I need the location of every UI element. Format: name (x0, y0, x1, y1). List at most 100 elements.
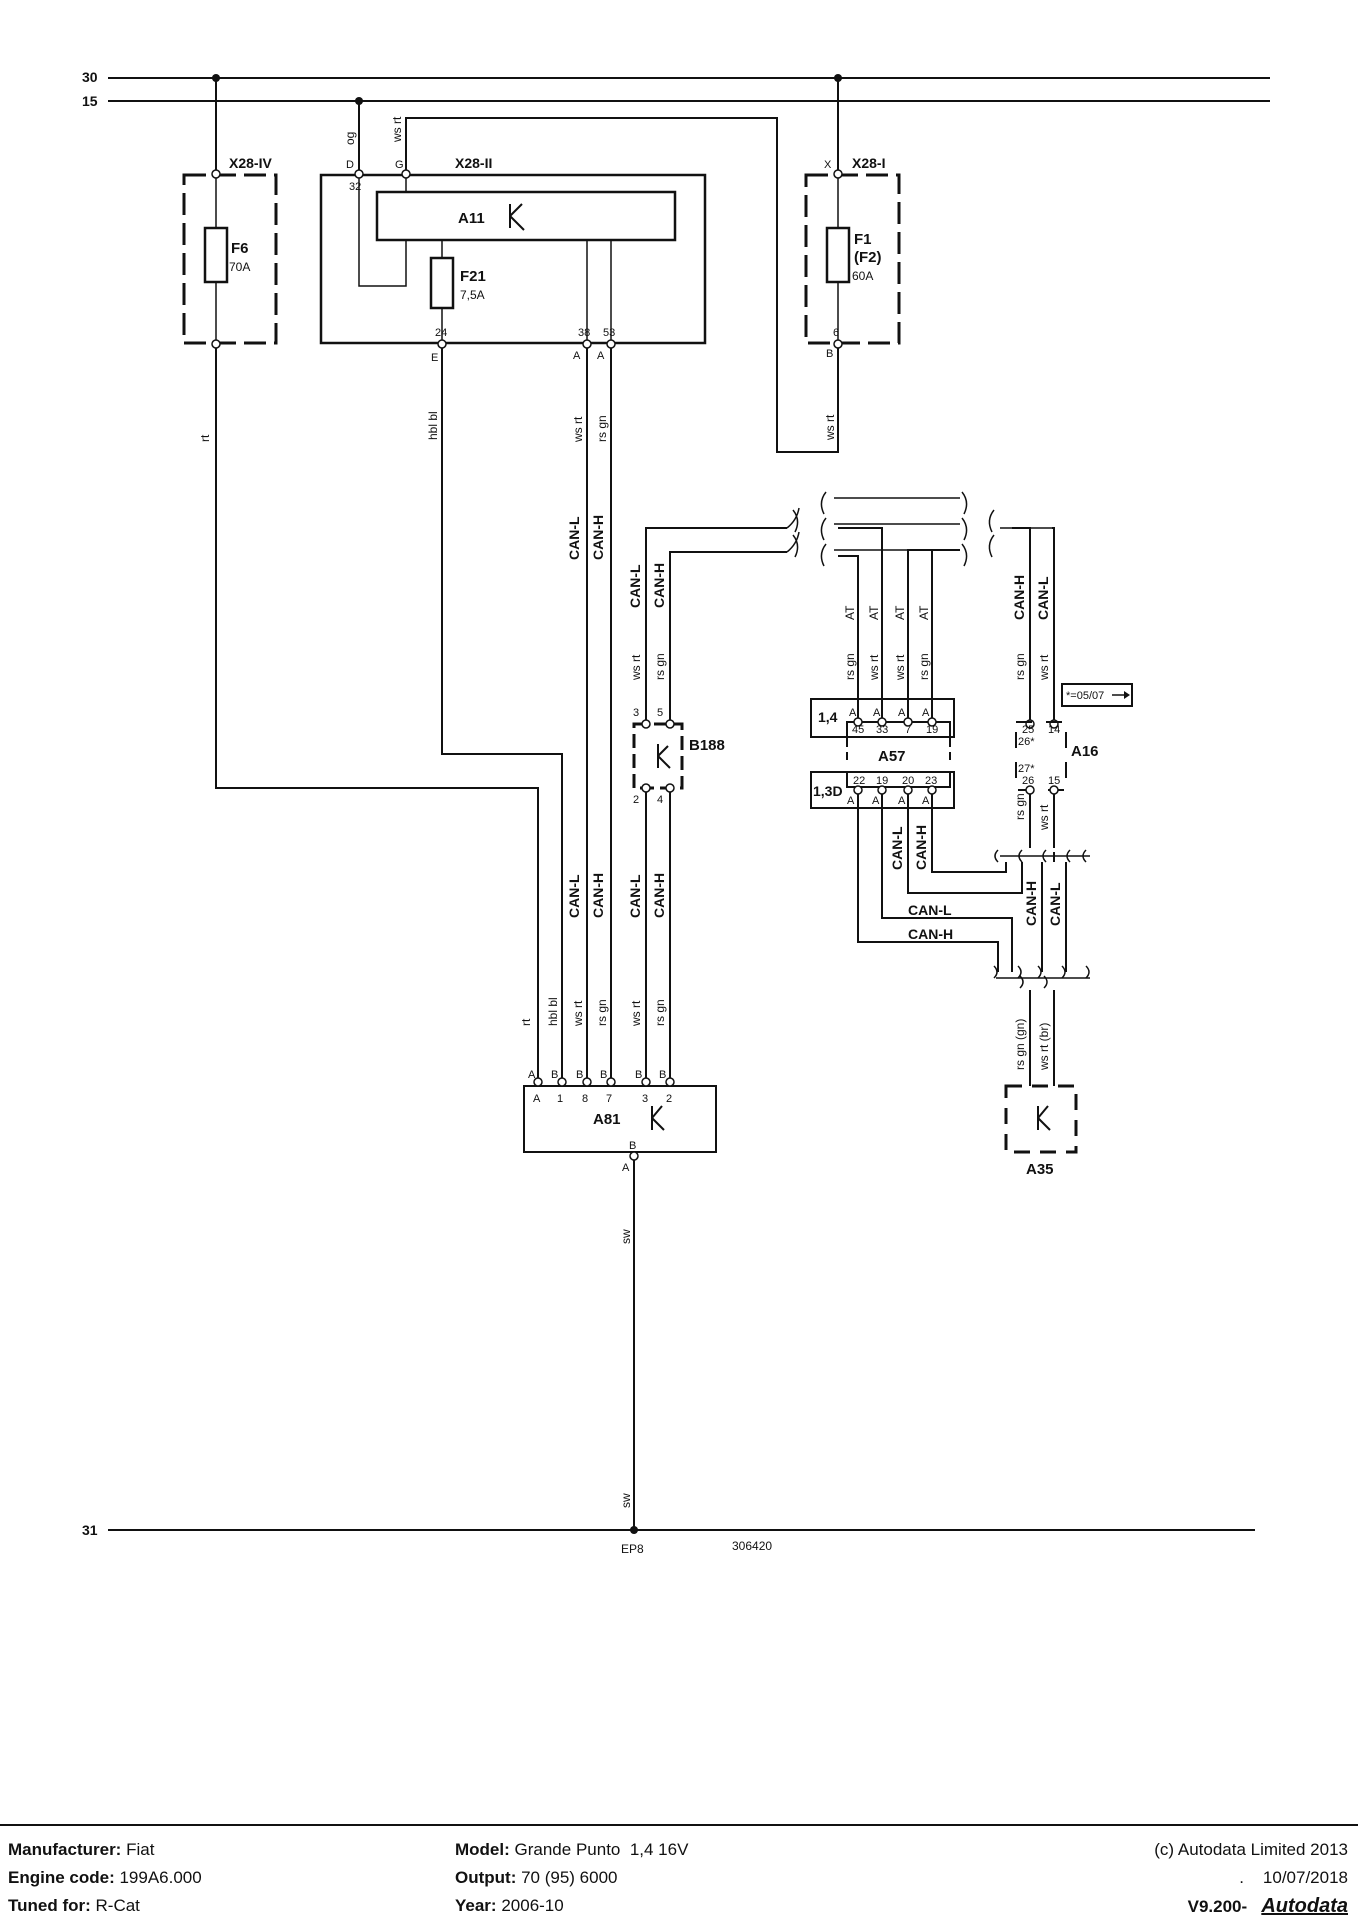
pin-label: B (629, 1140, 636, 1152)
transistor-icon (509, 203, 525, 231)
wire-label: CAN-L (566, 516, 582, 560)
pin-label: B (635, 1069, 642, 1081)
pin-label: 5 (657, 707, 663, 719)
wire-label: CAN-L (1035, 576, 1051, 620)
f1-rating: 60A (852, 269, 873, 283)
pin-label: 20 (902, 775, 914, 787)
pin-label: 3 (633, 707, 639, 719)
pin-label: 45 (852, 724, 864, 736)
diagram-number: 306420 (732, 1539, 772, 1553)
pin-label: X (824, 159, 832, 171)
wire-label: rs gn (595, 415, 609, 442)
wire-label: ws rt (893, 654, 907, 681)
pin-label: A (873, 707, 881, 719)
wire-label: rs gn (843, 653, 857, 680)
pin-label: 23 (925, 775, 937, 787)
wire-label: CAN-H (913, 825, 929, 870)
pin-label: 25 (1022, 724, 1034, 736)
pin-label: G (395, 159, 404, 171)
pin-label: A (528, 1069, 536, 1081)
pin-label: A (898, 795, 906, 807)
transistor-icon (657, 744, 671, 769)
f1-label: F1 (854, 231, 872, 248)
pin-label: 26 (1022, 775, 1034, 787)
module-a57: 1,4 A A A A 45 33 7 19 A57 1,3D 22 19 20… (810, 698, 955, 809)
wire-label: CAN-H (1023, 881, 1039, 926)
wire-ws-rt-label: ws rt (390, 116, 404, 143)
output-label: Output: (455, 1868, 517, 1887)
date-note-box (1061, 683, 1133, 707)
a11-label: A11 (458, 210, 485, 227)
output-value: 70 (95) 6000 (521, 1868, 618, 1887)
a35-label: A35 (1026, 1161, 1054, 1178)
pin-label: 19 (876, 775, 888, 787)
wire-label: ws rt (571, 1000, 585, 1027)
wire-hbl-bl-label: hbl bl (426, 411, 440, 440)
fuse-f1-icon (825, 226, 851, 284)
pin-label: 19 (926, 724, 938, 736)
wire-hbl-bl (441, 348, 563, 1078)
a57-wires: AT AT AT AT rs gn ws rt ws rt rs gn (838, 527, 960, 724)
fuse-box-x28-i: X28-I X F1 (F2) 60A 6 B (804, 78, 901, 360)
wire-label: ws rt (1037, 654, 1051, 681)
wire-can-h (669, 551, 787, 722)
tuned-for-label: Tuned for: (8, 1896, 91, 1915)
f1-alt-label: (F2) (854, 249, 882, 266)
wire-label: CAN-L (889, 826, 905, 870)
wire-label: rs gn (gn) (1013, 1019, 1027, 1070)
wire-label: ws rt (867, 654, 881, 681)
pin-label: A (533, 1093, 541, 1105)
footer-right: (c) Autodata Limited 2013 . 10/07/2018 V… (1154, 1836, 1348, 1921)
engine-code-label: Engine code: (8, 1868, 115, 1887)
rail-31-label: 31 (82, 1522, 98, 1538)
wire-label: sw (619, 1493, 633, 1508)
wire-label: ws rt (br) (1037, 1023, 1051, 1071)
b188-label: B188 (689, 737, 725, 754)
wire-og-label: og (343, 132, 357, 145)
pin-label: 7 (606, 1093, 612, 1105)
pin-label: E (431, 352, 438, 364)
version-label: V9.200- (1187, 1897, 1248, 1916)
pin-label: 38 (578, 327, 590, 339)
a57-label: A57 (878, 748, 906, 765)
autodata-logo: Autodata (1261, 1895, 1348, 1917)
rail-30: 30 (82, 69, 1270, 85)
pin-label: 1 (557, 1093, 563, 1105)
rail-31: 31 (82, 1522, 1255, 1538)
info-footer: Manufacturer: Fiat Engine code: 199A6.00… (0, 1824, 1358, 1920)
wire-label: CAN-L (1047, 882, 1063, 926)
pin-label: B (576, 1069, 583, 1081)
wire-label: sw (619, 1229, 633, 1244)
harness-break-marks (786, 491, 1052, 567)
pin-label: A (922, 795, 930, 807)
engine-code-value: 199A6.000 (119, 1868, 202, 1887)
f6-rating: 70A (229, 260, 250, 274)
rail-15: 15 (82, 93, 1270, 109)
wire-label: rs gn (595, 999, 609, 1026)
pin-label: 2 (633, 794, 639, 806)
pin-label: A (849, 707, 857, 719)
pin-label: B (600, 1069, 607, 1081)
x28-i-label: X28-I (852, 155, 885, 171)
pin-label: A (872, 795, 880, 807)
pin-label: 4 (657, 794, 663, 806)
pin-label: 22 (853, 775, 865, 787)
ground-point-label: EP8 (621, 1542, 644, 1556)
pin-label: D (346, 159, 354, 171)
copyright-text: (c) Autodata Limited 2013 (1154, 1840, 1348, 1859)
wire-label: rs gn (653, 653, 667, 680)
wire-label: CAN-H (590, 515, 606, 560)
x28-iv-label: X28-IV (229, 155, 272, 171)
wire-label: AT (893, 605, 907, 620)
pin-label: A (597, 350, 605, 362)
pin-label: 27* (1018, 763, 1035, 775)
pin-label: A (898, 707, 906, 719)
model-value: Grande Punto 1,4 16V (514, 1840, 689, 1859)
wire-rt (215, 348, 539, 1078)
module-a81: A B B B B B A 1 8 7 3 2 A81 B A rt hbl b… (519, 997, 717, 1174)
module-a35: rs gn (gn) ws rt (br) A35 (1004, 990, 1078, 1178)
a57-can-routing: CAN-L CAN-H CAN-L CAN-H (857, 794, 1023, 972)
f21-rating: 7,5A (460, 288, 485, 302)
wire-ws-rt-label: ws rt (823, 414, 837, 441)
pin-label: A (847, 795, 855, 807)
